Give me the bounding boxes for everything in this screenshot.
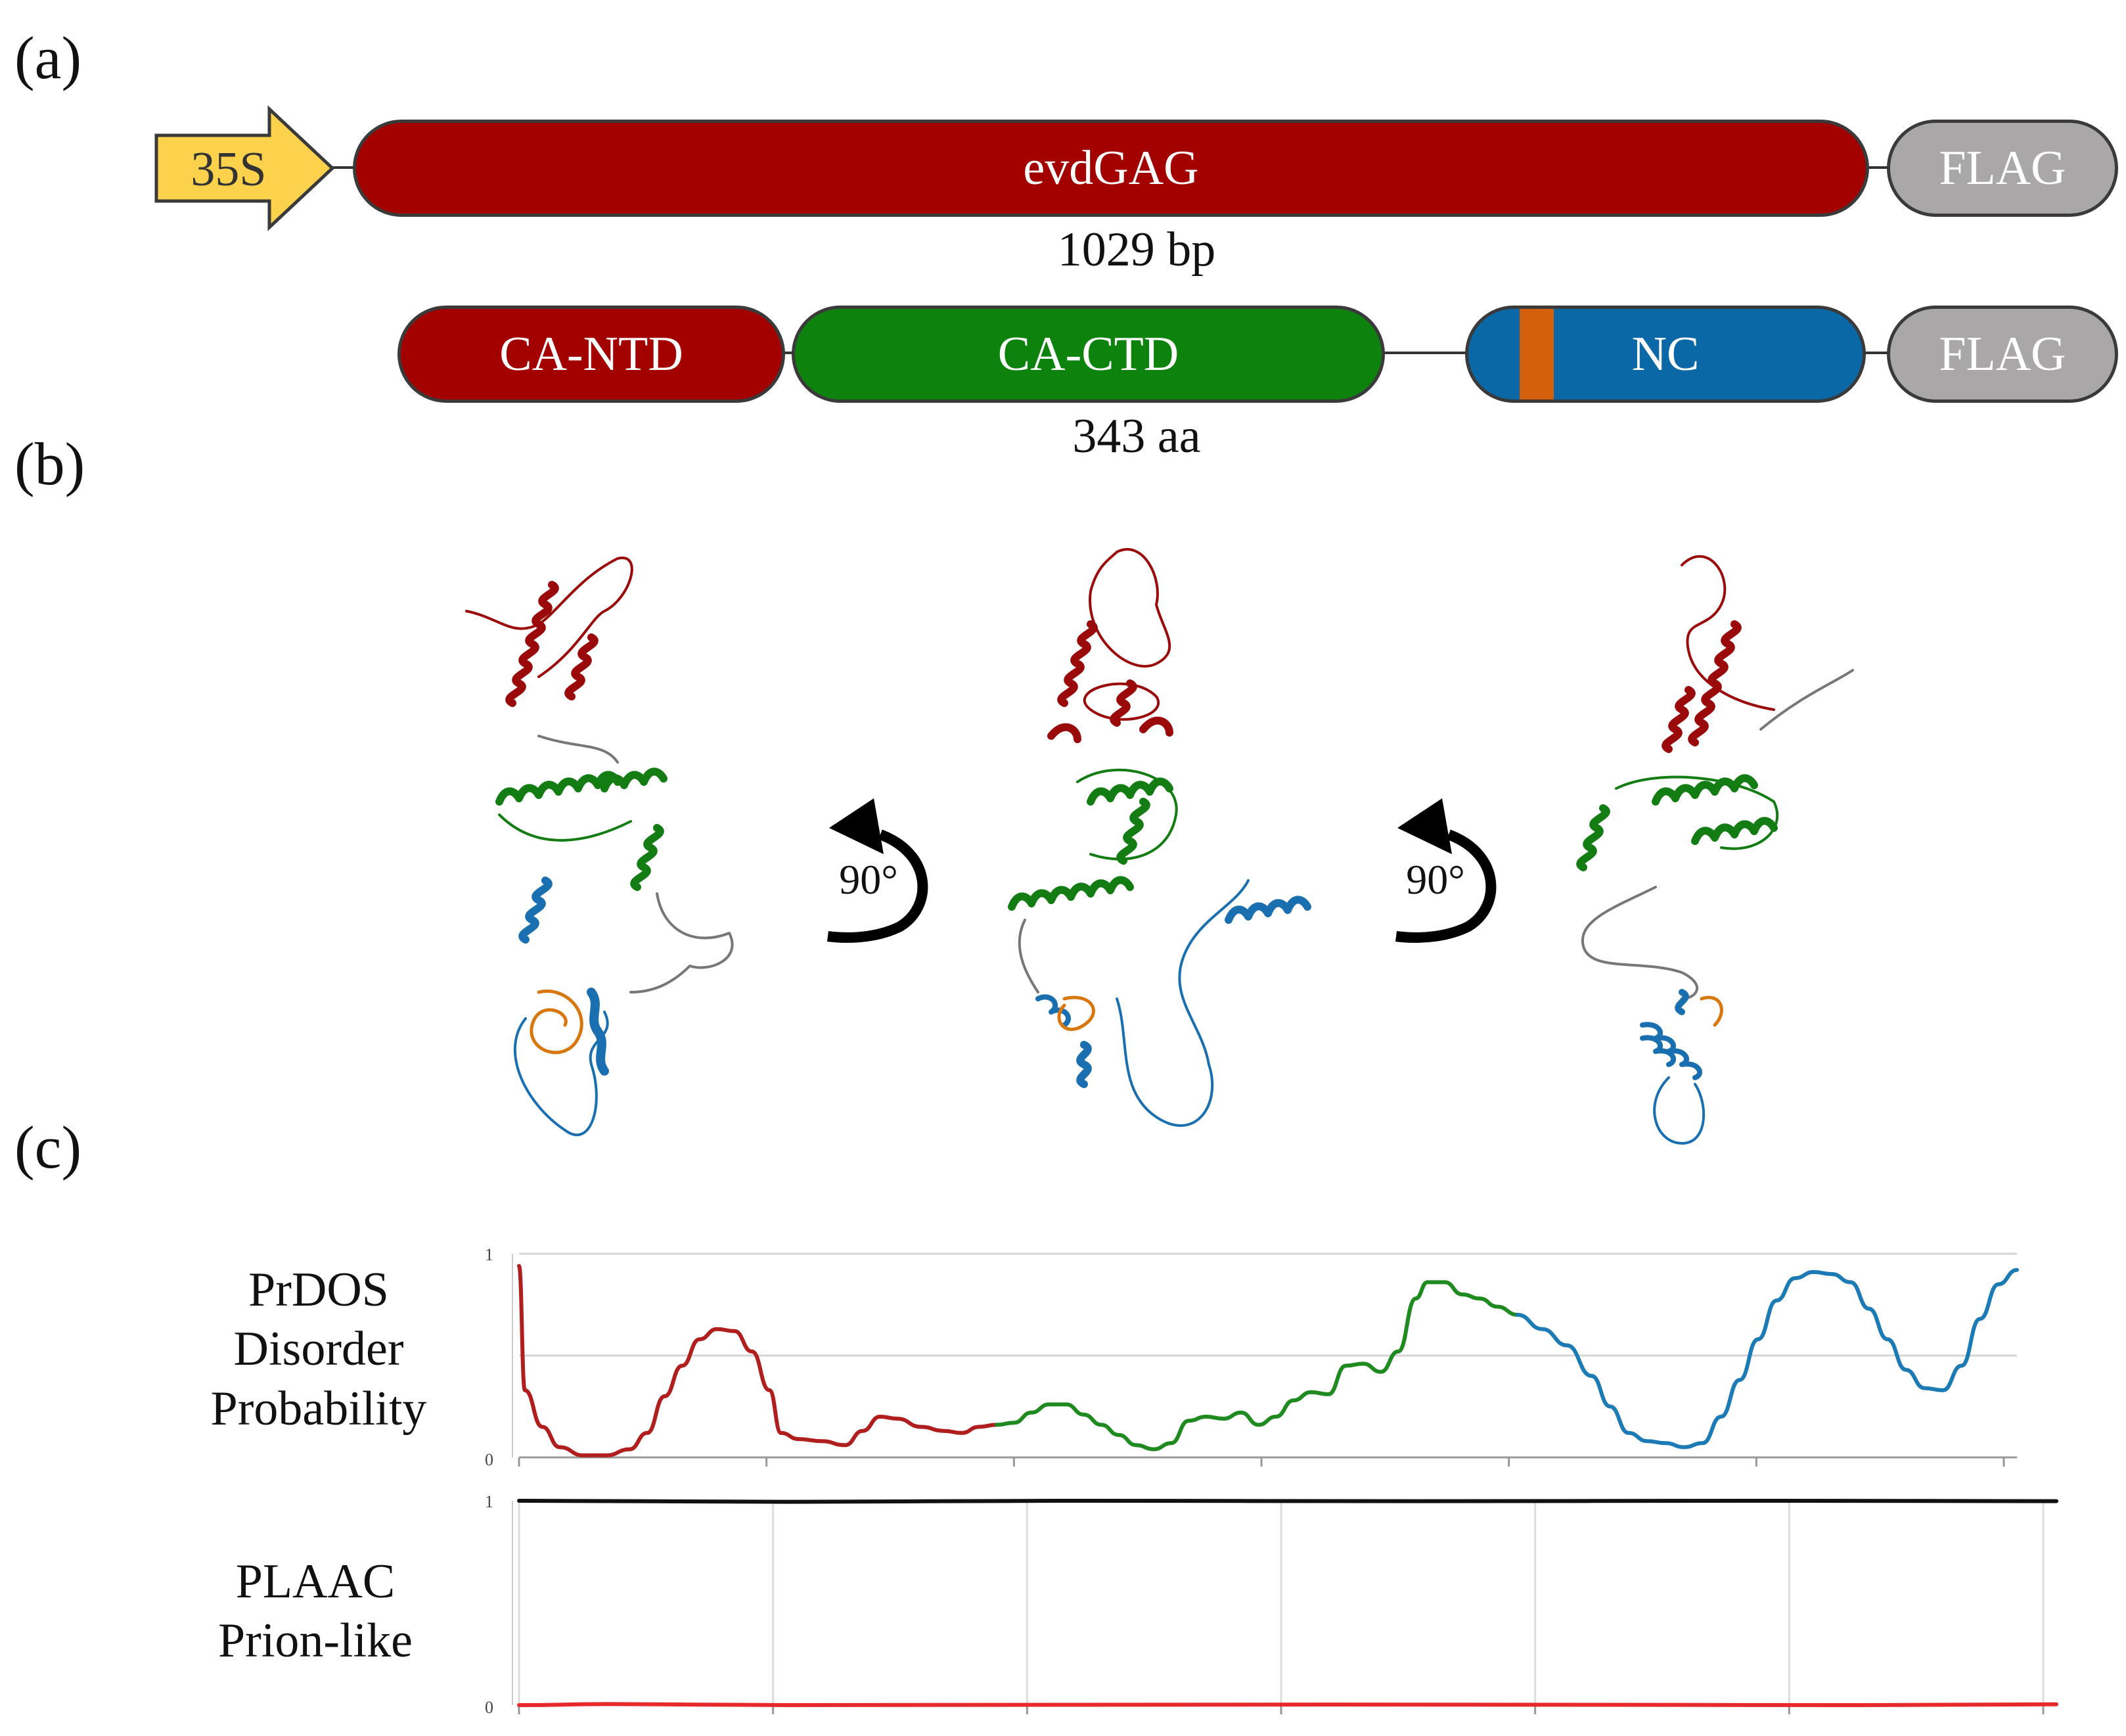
structure-view-2 (1008, 548, 1311, 1127)
prdos-label-line: Probability (210, 1381, 427, 1436)
panel-label-c: (c) (14, 1114, 82, 1181)
domain-ca-ntd: CA-NTD (397, 306, 785, 403)
series-line-ca-ctd (994, 1280, 1520, 1451)
rotation-arrow-2: 90° (1395, 798, 1497, 943)
rotation-label-1: 90° (839, 856, 898, 903)
promoter-arrow: 35S (154, 105, 335, 231)
series-line-lower (517, 1702, 2058, 1707)
structure-view-3 (1576, 555, 1854, 1145)
plaac-label-line: PLAAC (235, 1555, 396, 1609)
gene-length: 1029 bp (1057, 223, 1216, 277)
panel-label-a: (a) (14, 24, 82, 91)
flag-tag-label: FLAG (1939, 327, 2066, 381)
connector-lines (332, 166, 1889, 354)
flag-tag-label: FLAG (1939, 141, 2066, 195)
series-line-upper (517, 1499, 2058, 1504)
prdos-label-line: PrDOS (248, 1263, 389, 1317)
flag-tag-bottom: FLAG (1887, 306, 2118, 403)
y-tick-label: 0 (485, 1450, 493, 1469)
domain-label: NC (1631, 327, 1700, 381)
domain-ca-ctd: CA-CTD (792, 306, 1385, 403)
domain-label: CA-NTD (499, 327, 683, 381)
y-tick-label: 0 (485, 1698, 493, 1717)
gene-label: evdGAG (1023, 141, 1199, 195)
promoter-label: 35S (191, 143, 266, 196)
prdos-label-line: Disorder (233, 1322, 404, 1377)
rotation-arrow-1: 90° (827, 798, 928, 943)
rotation-label-2: 90° (1406, 856, 1465, 903)
structure-view-1 (465, 557, 734, 1137)
y-tick-label: 1 (485, 1245, 493, 1264)
series-line-nc (1516, 1268, 2019, 1450)
plaac-label-line: Prion-like (218, 1614, 413, 1668)
gene-evdgag: evdGAG (353, 120, 1869, 217)
structure-views: 90° 90° (465, 548, 1854, 1145)
domain-nc: NC (1465, 306, 1866, 403)
zinc-knuckle-band (1520, 309, 1554, 400)
domain-label: CA-CTD (997, 327, 1179, 381)
y-tick-label: 1 (485, 1492, 493, 1511)
plaac-track-label: PLAAC Prion-like (177, 1552, 453, 1671)
protein-length: 343 aa (1072, 409, 1201, 463)
series-line-ca-ntd (517, 1264, 999, 1457)
panel-label-b: (b) (14, 430, 85, 497)
flag-tag-top: FLAG (1887, 120, 2118, 217)
prdos-track-label: PrDOS Disorder Probability (177, 1260, 460, 1438)
